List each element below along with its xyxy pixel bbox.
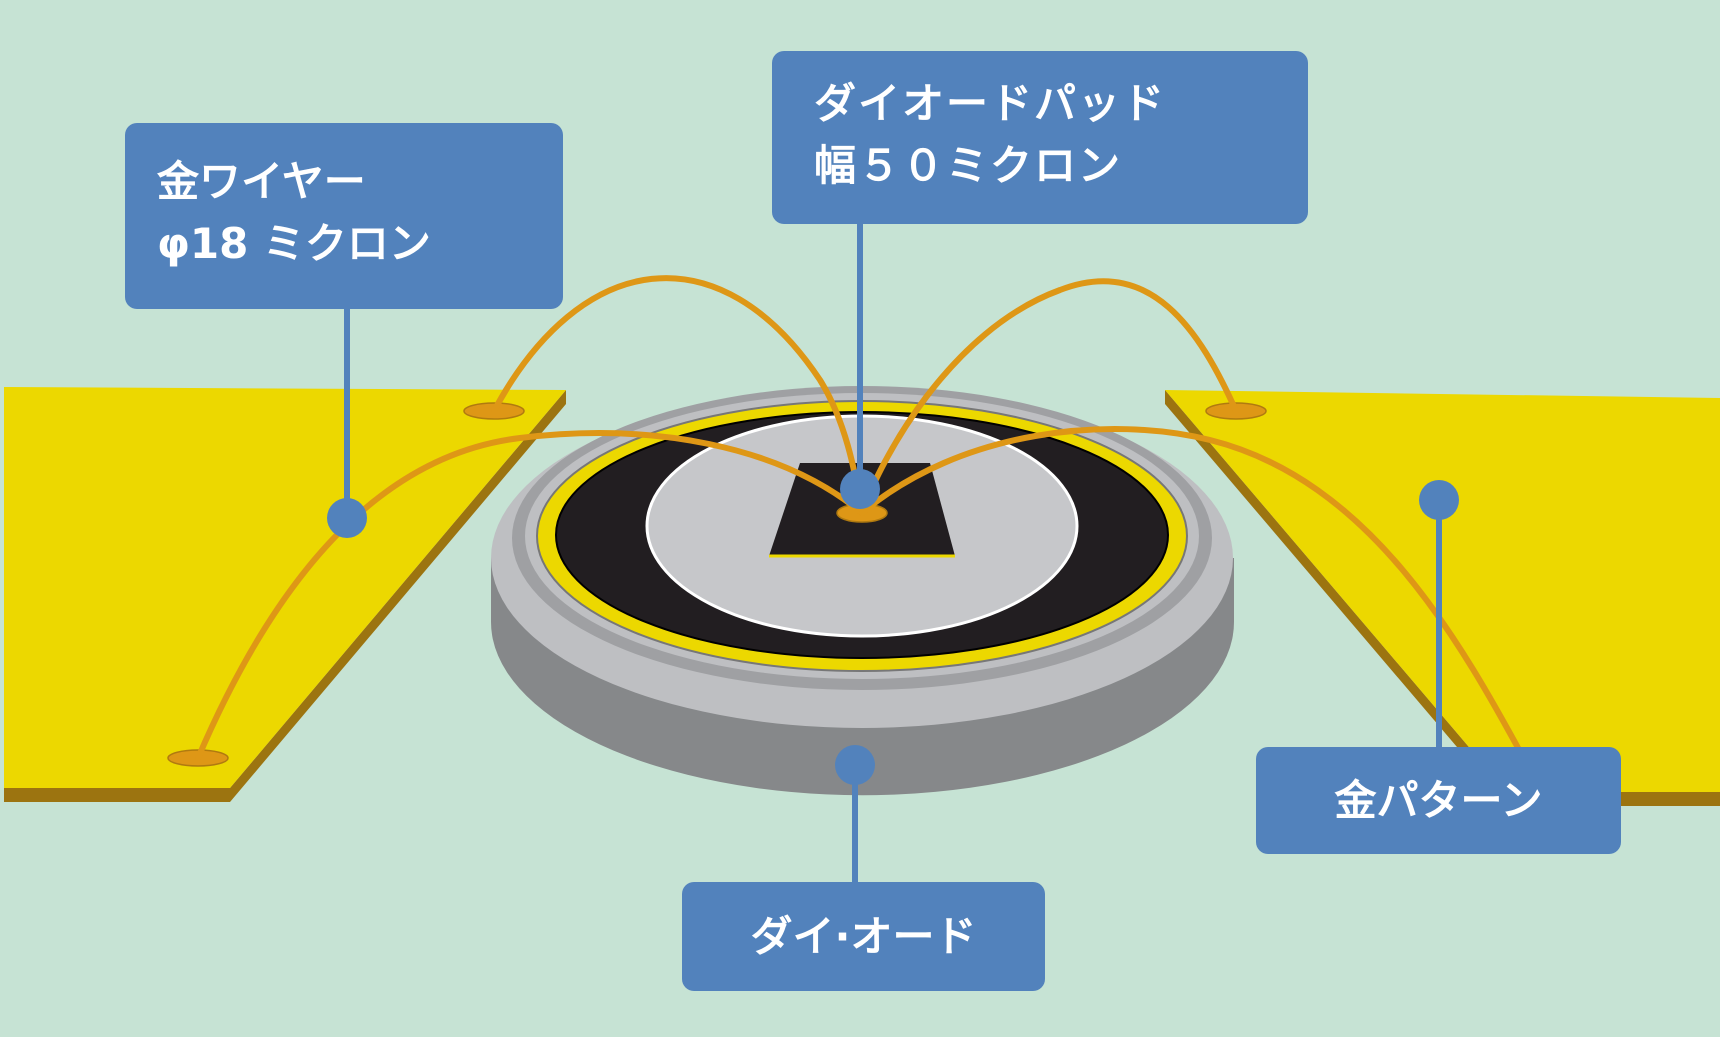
gold-wire-right-inner [859, 278, 1239, 516]
diode [491, 386, 1234, 796]
gold-pattern-left-surface [4, 387, 566, 788]
callout-diode-pad-title: ダイオードパッド [814, 79, 1167, 128]
leader-dot-gold-pattern [1419, 480, 1459, 520]
gold-wires [195, 275, 1533, 773]
callout-gold-wire: 金ワイヤー φ18 ミクロン [125, 123, 563, 309]
gold-wire-right-outer [859, 426, 1533, 773]
callout-diode-pad: ダイオードパッド 幅５０ミクロン [772, 51, 1308, 224]
gold-wire-left-inner [491, 275, 865, 516]
callout-diode: ダイ·オード [682, 882, 1045, 991]
callout-gold-wire-title: 金ワイヤー [157, 157, 366, 206]
callout-gold-pattern-label: 金パターン [1334, 776, 1543, 825]
gold-pattern-left [4, 387, 566, 802]
callout-gold-pattern: 金パターン [1256, 747, 1621, 854]
leader-dot-diode-pad [840, 469, 880, 509]
gold-pattern-left-slope-edge [230, 390, 566, 802]
callout-gold-wire-diameter: φ18 ミクロン [157, 219, 431, 268]
gold-pattern-left-front-edge [4, 788, 230, 802]
callout-diode-label: ダイ·オード [750, 912, 977, 961]
gold-wire-left-outer [195, 430, 865, 761]
leader-dot-diode [835, 745, 875, 785]
callout-diode-pad-width: 幅５０ミクロン [814, 141, 1123, 190]
gold-pattern-right-slope-edge [1165, 390, 1474, 767]
gold-pattern-right-surface [1165, 390, 1720, 792]
leader-lines [327, 215, 1459, 890]
leader-dot-gold-wire [327, 498, 367, 538]
